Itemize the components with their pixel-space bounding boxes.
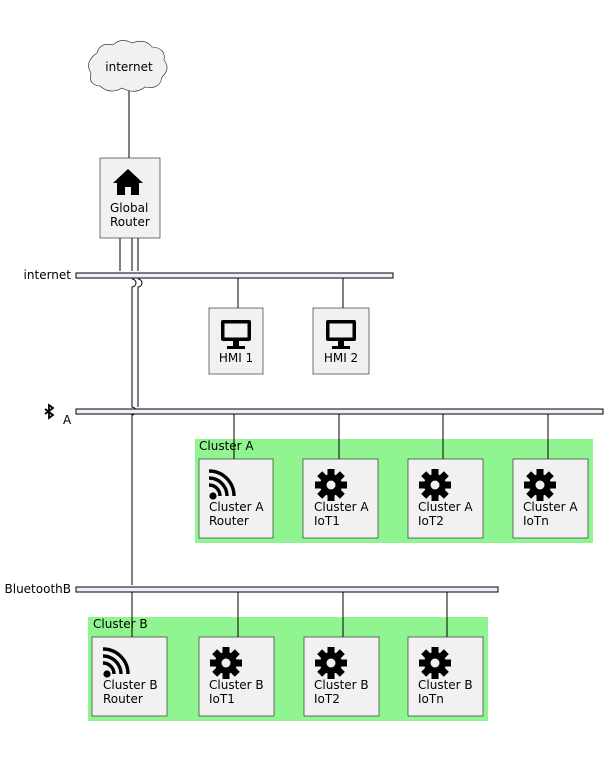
- gear-icon: [524, 469, 556, 501]
- cluster-a-router-line1: Cluster A: [209, 500, 264, 514]
- cluster-a-iot2-line2: IoT2: [418, 514, 444, 528]
- cloud-label: internet: [105, 60, 153, 74]
- bluetooth-b-label: BluetoothB: [5, 582, 72, 596]
- hmi-2-node[interactable]: HMI 2: [312, 307, 370, 375]
- global-router-label-line2: Router: [110, 215, 150, 229]
- cluster-b-router-line2: Router: [103, 692, 143, 706]
- cluster-b-iotn-node[interactable]: Cluster B IoTn: [407, 636, 484, 717]
- cluster-a-router-line2: Router: [209, 514, 249, 528]
- cluster-b-router-node[interactable]: Cluster B Router: [91, 636, 168, 717]
- cluster-b-iot2-line2: IoT2: [314, 692, 340, 706]
- cluster-a-iot1-node[interactable]: Cluster A IoT1: [302, 458, 379, 539]
- global-router-node[interactable]: Global Router: [99, 157, 161, 239]
- internet-cloud: internet: [88, 40, 168, 92]
- cluster-a-iotn-line1: Cluster A: [523, 500, 578, 514]
- home-icon: [113, 169, 143, 195]
- cluster-b-iotn-line2: IoTn: [418, 692, 444, 706]
- cluster-a-iotn-node[interactable]: Cluster A IoTn: [512, 458, 589, 539]
- gear-icon: [419, 647, 451, 679]
- cluster-b-iot1-line1: Cluster B: [209, 678, 264, 692]
- cluster-b-title: Cluster B: [93, 617, 148, 631]
- internet-bus-label: internet: [24, 268, 72, 282]
- cluster-b-iotn-line1: Cluster B: [418, 678, 473, 692]
- cluster-a-title: Cluster A: [199, 439, 254, 453]
- bluetooth-a-bus: [75, 408, 604, 415]
- cluster-a-iot2-node[interactable]: Cluster A IoT2: [407, 458, 484, 539]
- cluster-a-router-node[interactable]: Cluster A Router: [198, 458, 274, 539]
- bluetooth-b-bus: [75, 586, 499, 593]
- global-router-label-line1: Global: [110, 201, 148, 215]
- cluster-b-iot1-node[interactable]: Cluster B IoT1: [198, 636, 275, 717]
- gear-icon: [315, 469, 347, 501]
- bluetooth-icon: [44, 403, 55, 420]
- gear-icon: [210, 647, 242, 679]
- gear-icon: [315, 647, 347, 679]
- gear-icon: [419, 469, 451, 501]
- cluster-a-iotn-line2: IoTn: [523, 514, 549, 528]
- cluster-a-iot1-line1: Cluster A: [314, 500, 369, 514]
- cluster-a-iot1-line2: IoT1: [314, 514, 340, 528]
- bluetooth-a-label: A: [63, 413, 72, 427]
- internet-bus: [75, 272, 394, 279]
- cluster-b-iot1-line2: IoT1: [209, 692, 235, 706]
- hmi-1-node[interactable]: HMI 1: [208, 307, 264, 375]
- hmi-1-label: HMI 1: [219, 351, 253, 365]
- cluster-b-iot2-node[interactable]: Cluster B IoT2: [303, 636, 380, 717]
- cluster-b-iot2-line1: Cluster B: [314, 678, 369, 692]
- cluster-a-iot2-line1: Cluster A: [418, 500, 473, 514]
- cluster-b-router-line1: Cluster B: [103, 678, 158, 692]
- hmi-2-label: HMI 2: [324, 351, 358, 365]
